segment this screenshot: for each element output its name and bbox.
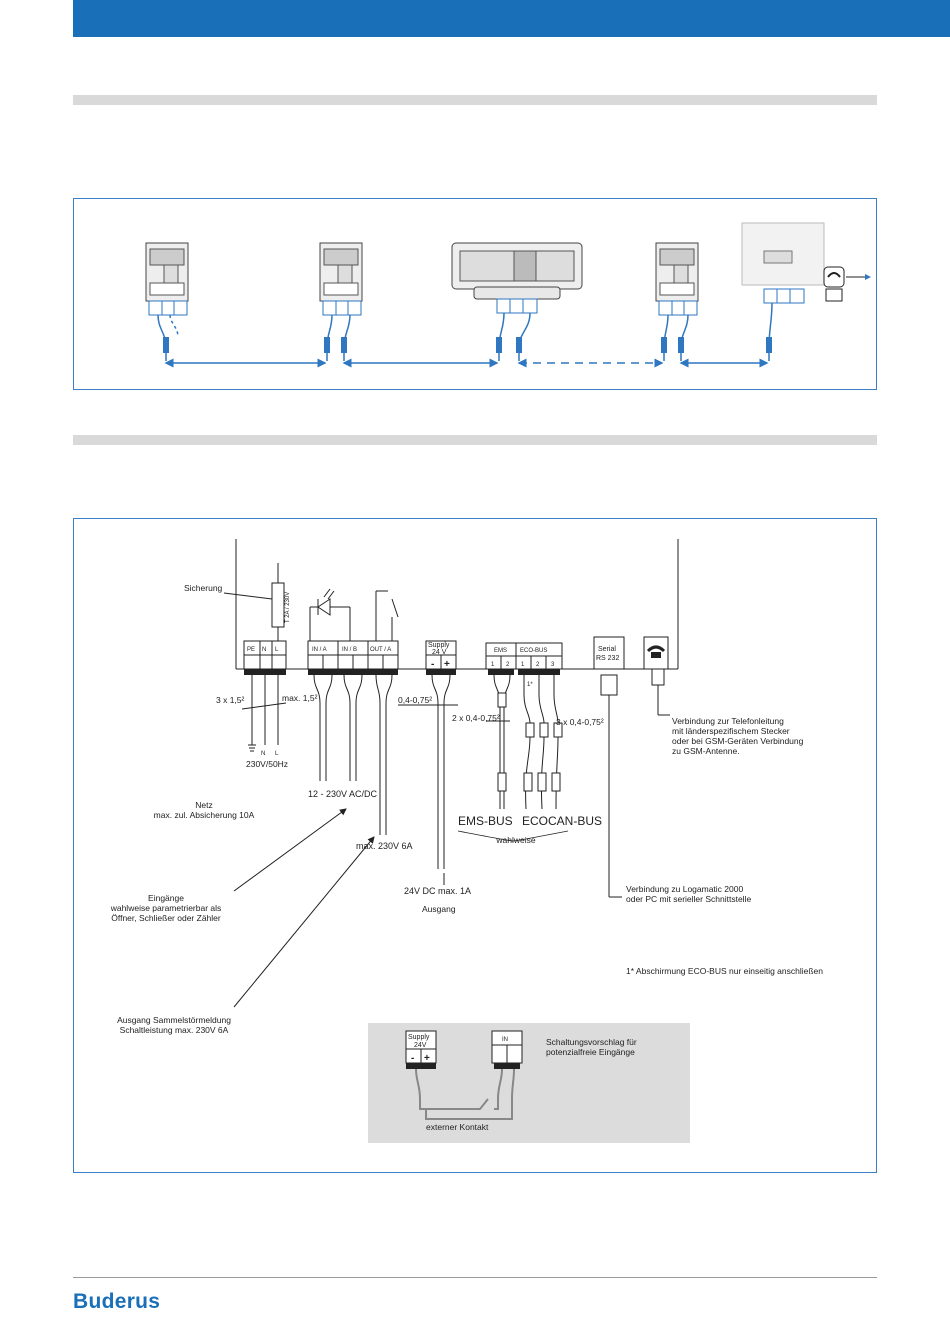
inset-note-1: Schaltungsvorschlag für (546, 1037, 637, 1047)
inset-plus: + (424, 1053, 430, 1064)
inset-supply-voltage: 24V (414, 1042, 427, 1049)
shield-footnote: 1* Abschirmung ECO-BUS nur einseitig ans… (626, 966, 823, 976)
supply-minus: - (431, 659, 434, 670)
eco-shield-mark: 1* (527, 682, 533, 688)
terminal-in-a: IN / A (312, 647, 327, 653)
wire-size-04075: 0,4-0,75² (398, 695, 432, 705)
serial-label: Serial (598, 646, 616, 653)
potential-free-inset: Supply 24V - + IN Schaltungsvorschlag fü… (368, 1023, 690, 1143)
ecocan-bus-label: ECOCAN-BUS (522, 814, 602, 828)
eco-t1: 1 (521, 662, 525, 668)
inset-minus: - (411, 1053, 414, 1064)
inputs-desc-1: wahlweise parametrierbar als (110, 903, 222, 913)
section-rule-1 (73, 95, 877, 105)
output-rating: max. 230V 6A (356, 841, 413, 851)
inset-in-label: IN (502, 1037, 508, 1043)
wire-size-2x04075: 2 x 0,4-0,75² (452, 713, 500, 723)
bus-topology-diagram (145, 222, 871, 368)
external-contact-label: externer Kontakt (426, 1122, 489, 1132)
boiler-controller (451, 242, 583, 314)
controller-module-1 (145, 242, 189, 316)
wiring-frame: Sicherung T 2A / 230V PE N L IN / A IN /… (73, 518, 877, 1173)
inset-supply-label: Supply (408, 1034, 430, 1041)
ems-bus-label: EMS-BUS (458, 814, 513, 828)
ems-terminal-label: EMS (494, 648, 507, 654)
inputs-voltage: 12 - 230V AC/DC (308, 789, 378, 799)
wiring-labels: Sicherung T 2A / 230V PE N L IN / A IN /… (110, 583, 824, 1035)
terminal-l: L (275, 647, 279, 653)
field-wires (233, 668, 670, 1008)
phone-note-3: oder bei GSM-Geräten Verbindung (672, 736, 804, 746)
phone-note-4: zu GSM-Antenne. (672, 746, 740, 756)
dc-output-label: Ausgang (422, 904, 456, 914)
serial-note-2: oder PC mit serieller Schnittstelle (626, 894, 751, 904)
ems-t1: 1 (491, 662, 495, 668)
mains-voltage: 230V/50Hz (246, 759, 288, 769)
terminal-pe: PE (247, 647, 255, 653)
telephone-icon (823, 266, 871, 302)
netz-title: Netz (195, 800, 212, 810)
header-bar (73, 0, 950, 37)
fault-output-title: Ausgang Sammelstörmeldung (117, 1015, 231, 1025)
controller-module-2 (319, 242, 363, 316)
eco-bus-terminal-label: ECO-BUS (520, 648, 547, 654)
cable-plugs (163, 337, 772, 353)
inputs-desc-2: Öffner, Schließer oder Zähler (111, 913, 221, 923)
phone-note-2: mit länderspezifischem Stecker (672, 726, 790, 736)
eco-t3: 3 (551, 662, 555, 668)
phone-note-1: Verbindung zur Telefonleitung (672, 716, 784, 726)
supply-plus: + (444, 659, 450, 670)
terminal-n: N (262, 647, 266, 653)
connector-plugs (244, 669, 560, 675)
wire-size-3x15: 3 x 1,5² (216, 695, 245, 705)
wiring-diagram: Sicherung T 2A / 230V PE N L IN / A IN /… (110, 539, 824, 1143)
supply-voltage: 24 V (432, 649, 447, 656)
section-rule-2 (73, 435, 877, 445)
supply-label: Supply (428, 642, 450, 649)
ground-l: L (275, 751, 279, 757)
ems-t2: 2 (506, 662, 510, 668)
fault-output-rating: Schaltleistung max. 230V 6A (120, 1025, 229, 1035)
serial-note-1: Verbindung zu Logamatic 2000 (626, 884, 743, 894)
rs232-label: RS 232 (596, 655, 619, 662)
terminal-in-b: IN / B (342, 647, 357, 653)
buderus-logo: Buderus (73, 1290, 161, 1313)
inset-note-2: potenzialfreie Eingänge (546, 1047, 635, 1057)
wire-size-max15: max. 1,5² (282, 693, 318, 703)
terminal-out-a: OUT / A (370, 647, 391, 653)
fuse-label: Sicherung (184, 583, 223, 593)
fuse-rating: T 2A / 230V (285, 592, 291, 623)
inputs-title: Eingänge (148, 893, 184, 903)
telephone-socket-icon (646, 645, 666, 658)
ground-n: N (261, 751, 265, 757)
footer-rule (73, 1277, 877, 1278)
eco-t2: 2 (536, 662, 540, 668)
wire-size-3x04075: 3 x 0,4-0,75² (556, 717, 604, 727)
controller-module-3 (655, 242, 699, 316)
remote-gateway-unit (741, 222, 825, 304)
bus-topology-frame (73, 198, 877, 390)
bus-optional-label: wahlweise (495, 835, 535, 845)
netz-fuse-note: max. zul. Absicherung 10A (154, 810, 255, 820)
dc-output-rating: 24V DC max. 1A (404, 886, 471, 896)
